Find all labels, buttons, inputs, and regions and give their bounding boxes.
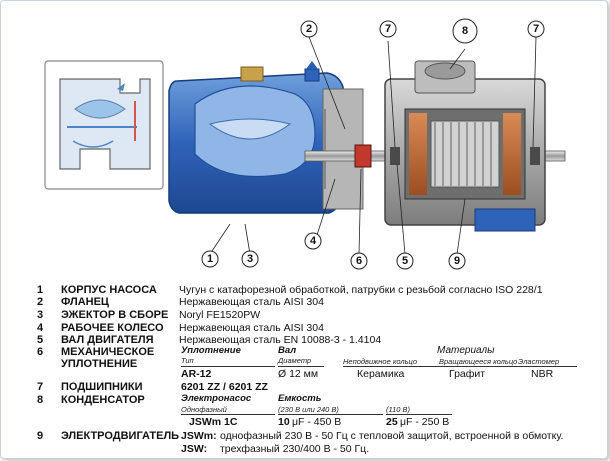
materials-header: Материалы [437, 345, 495, 356]
fixed-ring-header: Неподвижное кольцо [343, 357, 418, 366]
motor-model: JSW: [181, 443, 208, 455]
cap-110-rule [386, 414, 452, 415]
mechanical-seal [354, 144, 372, 168]
part-number: 7 [36, 381, 44, 393]
shaft-diameter: Ø 12 мм [278, 368, 319, 380]
shaft-header: Вал [278, 345, 297, 356]
seal-rule [181, 366, 275, 367]
callout-7-left: 7 [384, 23, 392, 35]
part-material: Нержавеющая сталь AISI 304 [179, 322, 324, 334]
bearings-spec: 6201 ZZ / 6201 ZZ [181, 381, 268, 393]
voltage-110-header: (110 В) [386, 405, 411, 414]
elastomer-material: NBR [531, 368, 554, 380]
part-material: Нержавеющая сталь AISI 304 [179, 296, 324, 308]
callout-7-right: 7 [532, 23, 540, 35]
pump-cutaway-drawing [44, 18, 566, 270]
part-number: 3 [36, 309, 44, 321]
diameter-header: Диаметр [278, 356, 312, 365]
pump-rule [181, 414, 275, 415]
callout-5: 5 [401, 255, 409, 267]
motor-base [474, 208, 536, 232]
part-number: 2 [36, 296, 44, 308]
voltage-230-header: (230 В или 240 В) [278, 405, 339, 414]
motor-model: JSWm: [181, 430, 217, 442]
part-name: КОНДЕНСАТОР [61, 394, 145, 406]
part-number: 8 [36, 394, 44, 406]
rotating-ring-material: Графит [449, 368, 486, 380]
part-number: 6 [36, 346, 44, 358]
callout-8: 8 [461, 25, 469, 37]
single-phase-header: Однофазный [181, 405, 227, 414]
part-number: 1 [36, 284, 44, 296]
part-name: РАБОЧЕЕ КОЛЕСО [61, 322, 164, 334]
part-material: Нержавеющая сталь EN 10088-3 - 1.4104 [179, 334, 382, 346]
part-number: 4 [36, 322, 44, 334]
seal-type: AR-12 [181, 368, 212, 380]
elastomer-header: Эластомер [518, 357, 560, 366]
part-name: ФЛАНЕЦ [61, 296, 109, 308]
part-material: Noryl FE1520PW [179, 309, 261, 321]
part-name: ЭЛЕКТРОДВИГАТЕЛЬ [61, 430, 180, 442]
rotating-ring-header: Вращающееся кольцо [439, 357, 518, 366]
part-name: ВАЛ ДВИГАТЕЛЯ [61, 334, 154, 346]
part-name: МЕХАНИЧЕСКОЕ УПЛОТНЕНИЕ [61, 346, 155, 370]
cap-230-rating: μF - 450 В [292, 416, 342, 428]
bearing-front [390, 147, 400, 165]
motor-description: трехфазный 230/400 В - 50 Гц. [220, 443, 370, 455]
part-number: 9 [36, 430, 44, 442]
callout-2: 2 [305, 23, 313, 35]
callout-3: 3 [246, 253, 254, 265]
pump-body [168, 61, 364, 214]
part-name: ПОДШИПНИКИ [61, 381, 143, 393]
type-header: Тип [181, 356, 194, 365]
bearing-rear [530, 147, 540, 165]
part-material: Чугун с катафорезной обработкой, патрубк… [179, 284, 543, 296]
callout-4: 4 [309, 235, 317, 247]
motor-housing [384, 60, 546, 232]
part-number: 5 [36, 334, 44, 346]
cap-230-value: 10 [278, 416, 290, 428]
pump-header: Электронасос [181, 393, 252, 404]
callout-6: 6 [355, 255, 363, 267]
cap-110-value: 25 [386, 416, 398, 428]
callout-9: 9 [453, 255, 461, 267]
capacitor-model: JSWm 1C [189, 416, 238, 428]
materials-rule [343, 366, 577, 367]
seal-header: Уплотнение [181, 345, 241, 356]
cap-110-rating: μF - 250 В [400, 416, 450, 428]
callout-1: 1 [206, 253, 214, 265]
part-name: КОРПУС НАСОСА [61, 284, 157, 296]
motor-description: однофазный 230 В - 50 Гц с тепловой защи… [220, 430, 564, 442]
flow-schematic-inset [44, 60, 164, 190]
part-name: ЭЖЕКТОР В СБОРЕ [61, 309, 169, 321]
fixed-ring-material: Керамика [357, 368, 405, 380]
capacity-header: Емкость [278, 393, 322, 404]
shaft-rule [278, 366, 324, 367]
cap-230-rule [278, 414, 383, 415]
